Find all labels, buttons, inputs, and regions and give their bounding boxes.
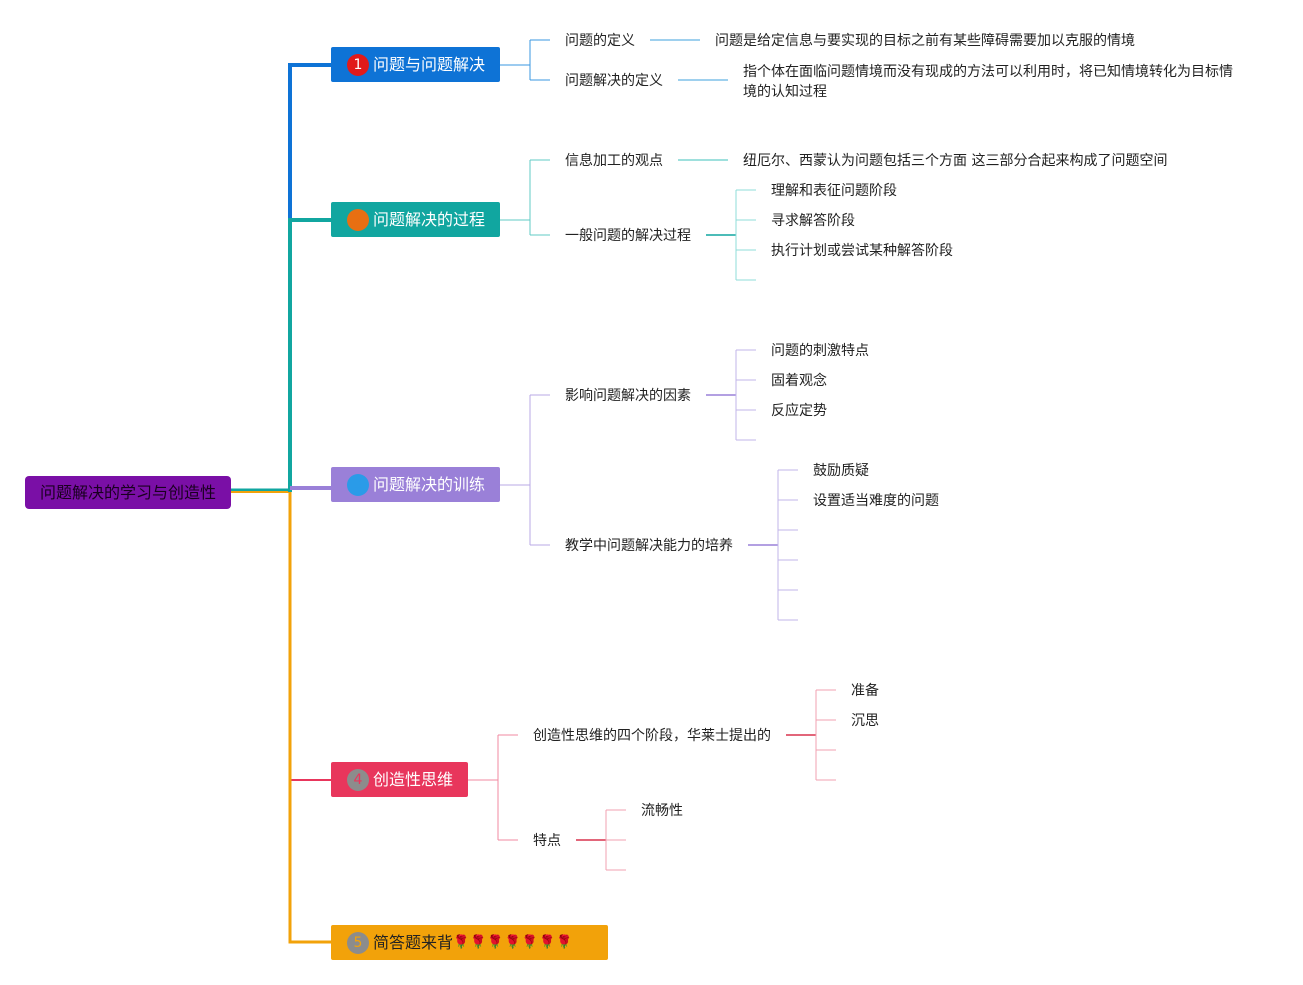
stage-execute[interactable]: 执行计划或尝试某种解答阶段 [771,243,953,259]
number-badge-5: 5 [347,931,369,954]
connector-line-2 [288,63,331,492]
connector-line-7 [500,39,550,81]
root-topic[interactable]: 问题解决的学习与创造性 [25,476,231,509]
stage-seek-solution[interactable]: 寻求解答阶段 [771,213,855,229]
branch-3[interactable]: 3 问题解决的训练 [331,467,500,502]
detail-problem-definition[interactable]: 问题是给定信息与要实现的目标之前有某些障碍需要加以克服的情境 [715,33,1135,49]
stage-preparation[interactable]: 准备 [851,683,879,699]
connector-line-19 [468,734,518,841]
connector-line-23 [605,809,626,871]
topic-teaching-cultivation[interactable]: 教学中问题解决能力的培养 [565,538,733,554]
branch-4-label: 创造性思维 [373,770,454,789]
number-badge-1: 1 [347,53,369,76]
rose-emoji-decoration: 🌹🌹🌹🌹🌹🌹🌹 [453,935,574,950]
topic-problem-solving-definition[interactable]: 问题解决的定义 [565,73,663,89]
branch-5-label: 简答题来背 [373,933,454,952]
cultivation-encourage-questions[interactable]: 鼓励质疑 [813,463,869,479]
branch-2[interactable]: 2 问题解决的过程 [331,202,500,237]
connector-line-13 [735,189,756,281]
detail-problem-solving-definition[interactable]: 指个体在面临问题情境而没有现成的方法可以利用时，将已知情境转化为目标情境的认知过… [743,64,1233,100]
branch-4[interactable]: 4 创造性思维 [331,762,468,797]
topic-four-stages[interactable]: 创造性思维的四个阶段，华莱士提出的 [533,728,771,744]
topic-influencing-factors[interactable]: 影响问题解决的因素 [565,388,691,404]
number-badge-4: 4 [347,768,369,791]
stage-incubation[interactable]: 沉思 [851,713,879,729]
detail-info-processing-view[interactable]: 纽厄尔、西蒙认为问题包括三个方面 这三部分合起来构成了问题空间 [743,153,1168,169]
topic-problem-definition[interactable]: 问题的定义 [565,33,635,49]
number-badge-2: 2 [347,208,369,231]
connector-line-14 [500,394,550,546]
branch-1[interactable]: 1 问题与问题解决 [331,47,500,82]
connector-line-10 [500,159,550,236]
factor-fixation[interactable]: 固着观念 [771,373,827,389]
branch-5[interactable]: 5 简答题来背 🌹🌹🌹🌹🌹🌹🌹 [331,925,608,960]
connector-line-18 [777,469,798,621]
topic-general-solving-process[interactable]: 一般问题的解决过程 [565,228,691,244]
connector-line-3 [288,218,331,492]
connector-line-5 [289,492,331,781]
factor-stimulus[interactable]: 问题的刺激特点 [771,343,869,359]
stage-understand[interactable]: 理解和表征问题阶段 [771,183,897,199]
characteristic-fluency[interactable]: 流畅性 [641,803,683,819]
topic-characteristics[interactable]: 特点 [533,833,561,849]
connector-line-6 [288,492,331,944]
topic-info-processing-view[interactable]: 信息加工的观点 [565,153,663,169]
connector-line-21 [815,689,836,781]
factor-response-set[interactable]: 反应定势 [771,403,827,419]
connector-line-16 [735,349,756,441]
branch-2-label: 问题解决的过程 [373,210,486,229]
branch-1-label: 问题与问题解决 [373,55,486,74]
cultivation-appropriate-difficulty[interactable]: 设置适当难度的问题 [813,493,939,509]
branch-3-label: 问题解决的训练 [373,475,486,494]
number-badge-3: 3 [347,473,369,496]
